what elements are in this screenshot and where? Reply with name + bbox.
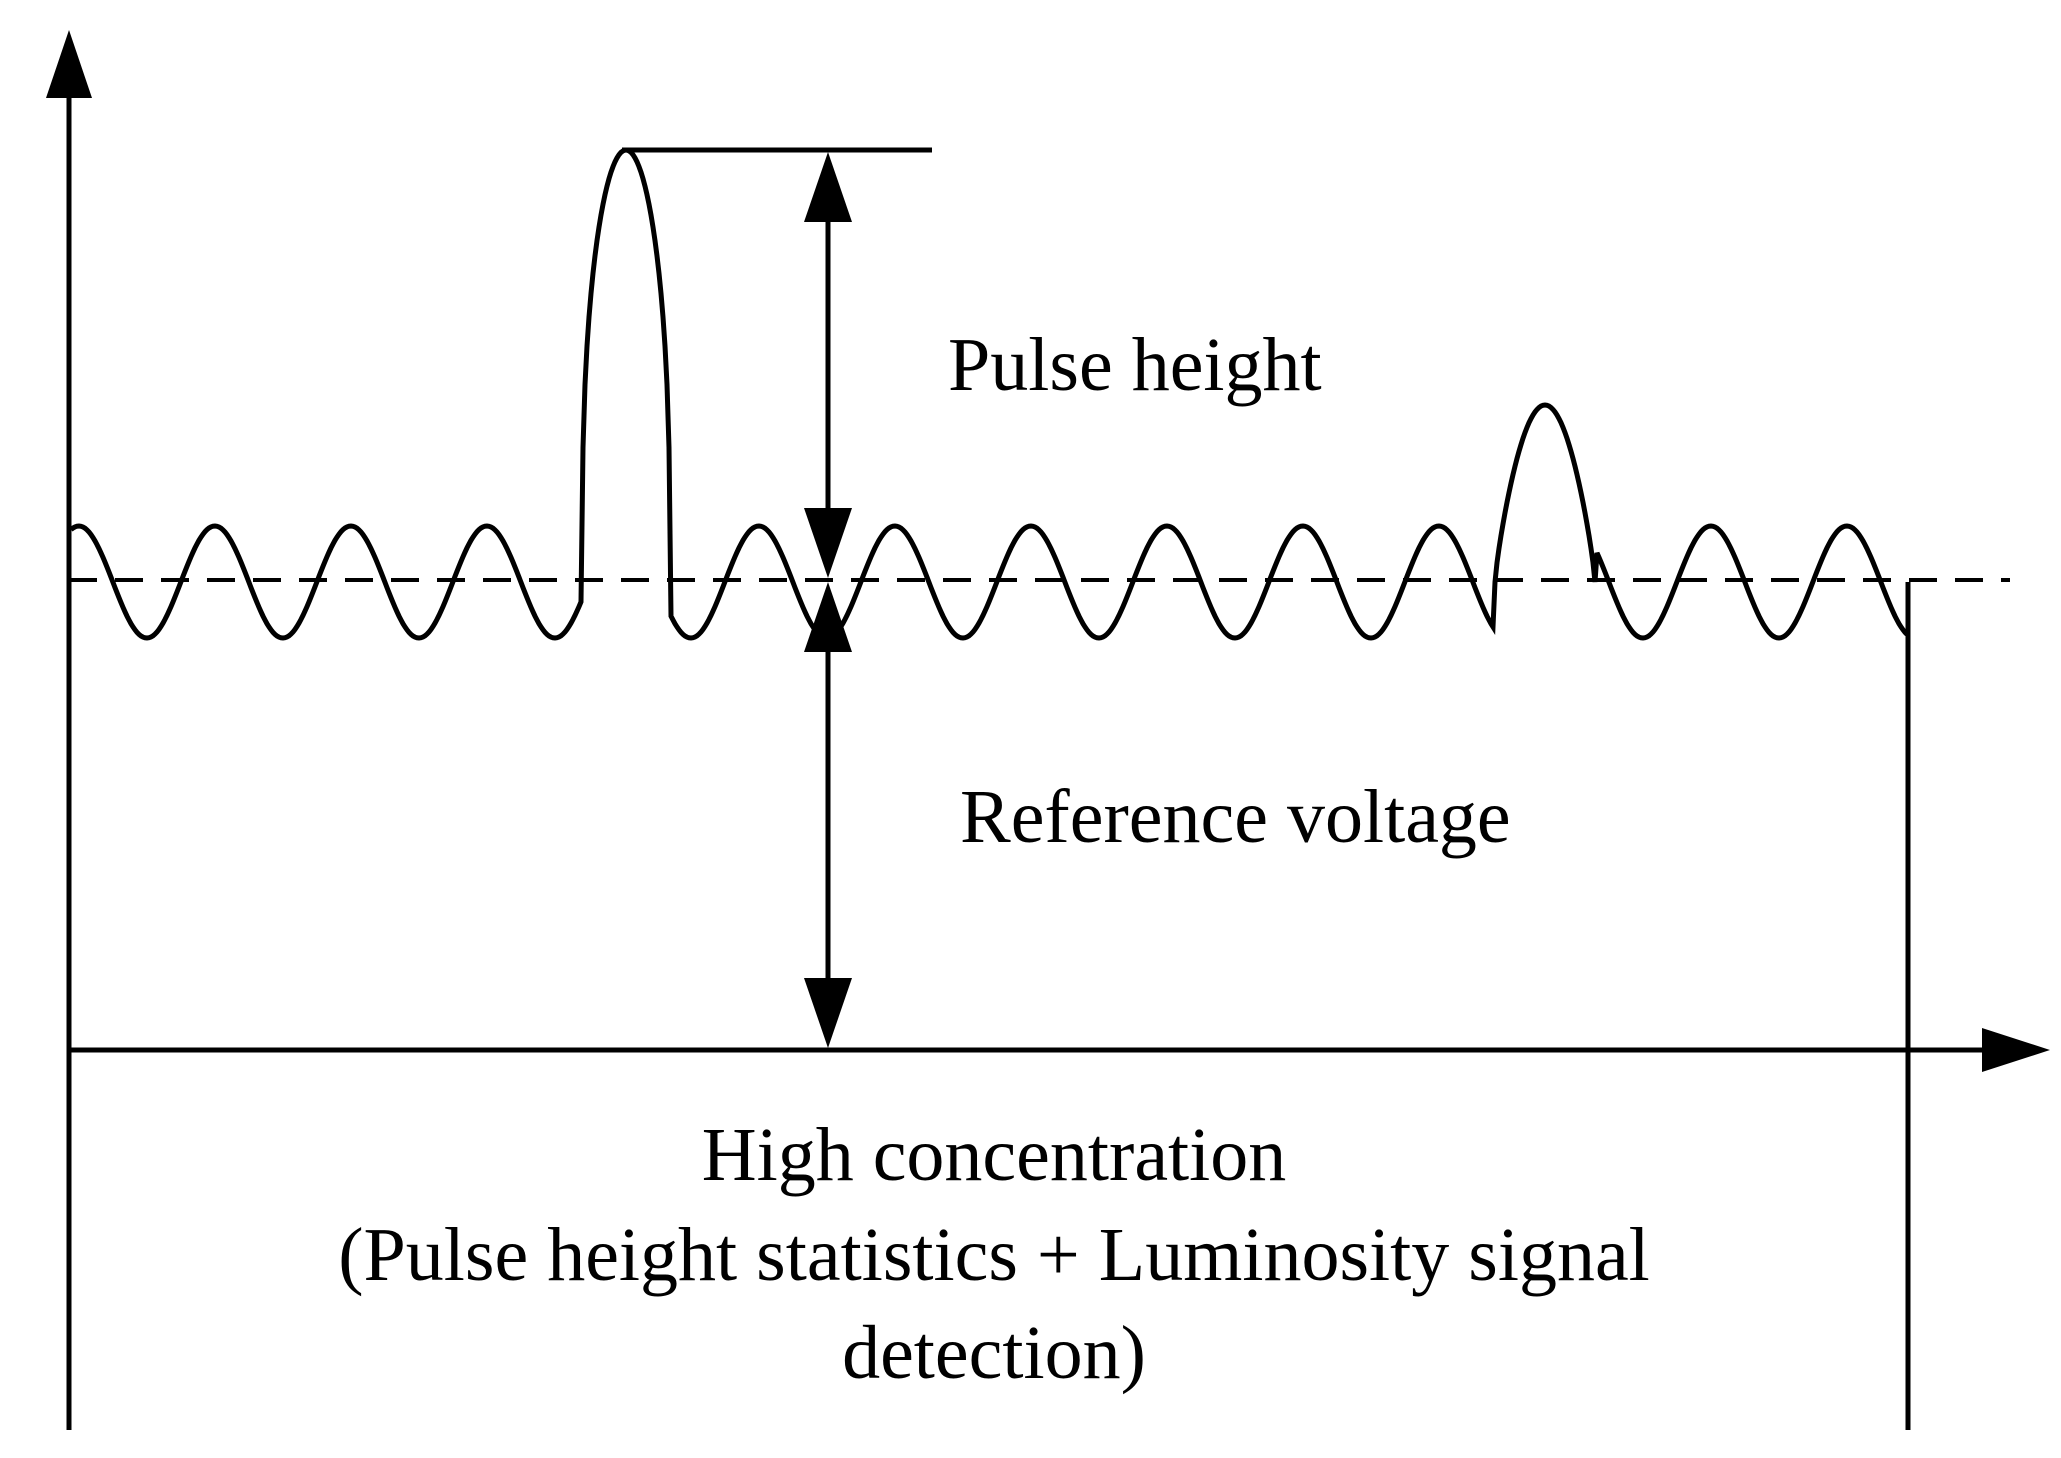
pulse-height-arrowhead-bottom bbox=[804, 508, 852, 578]
reference-voltage-label: Reference voltage bbox=[960, 775, 1511, 859]
caption-line-3: detection) bbox=[842, 1311, 1146, 1395]
x-axis-arrowhead bbox=[1982, 1028, 2050, 1072]
reference-voltage-arrowhead-top bbox=[804, 582, 852, 652]
pulse-height-label: Pulse height bbox=[948, 323, 1322, 407]
caption-line-2: (Pulse height statistics + Luminosity si… bbox=[338, 1213, 1650, 1297]
y-axis-arrowhead bbox=[46, 30, 92, 98]
pulse-height-arrowhead-top bbox=[804, 152, 852, 222]
signal-waveform bbox=[69, 147, 1909, 641]
reference-voltage-arrowhead-bottom bbox=[804, 978, 852, 1048]
caption-line-1: High concentration bbox=[702, 1113, 1287, 1197]
